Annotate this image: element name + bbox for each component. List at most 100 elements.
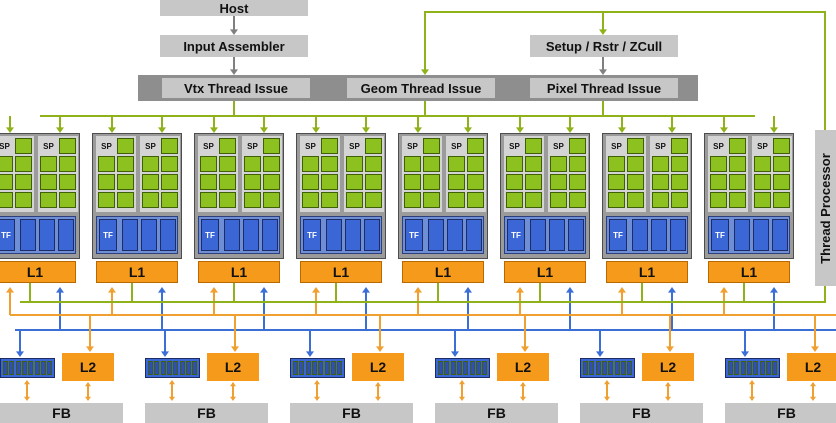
cluster-2-sp-label-1: SP — [244, 138, 261, 154]
cluster-2-sp-core-0-3-0 — [200, 192, 217, 208]
partition-5-rop-cell-5 — [759, 361, 765, 375]
cluster-5-sp-core-0-3-1 — [525, 192, 542, 208]
partition-3-l2-cache: L2 — [497, 353, 549, 381]
partition-3-rop-cell-7 — [482, 361, 488, 375]
cluster-4-sp-core-0-3-0 — [404, 192, 421, 208]
cluster-1-sp-core-0-0-1 — [117, 138, 134, 154]
cluster-3-sp-label-1: SP — [346, 138, 363, 154]
cluster-5-sp-core-0-1-0 — [506, 156, 523, 172]
cluster-5-sp-core-1-3-0 — [550, 192, 567, 208]
cluster-3-sp-label-0: SP — [302, 138, 319, 154]
cluster-6-sp-core-1-3-1 — [671, 192, 688, 208]
partition-0-l2-cache: L2 — [62, 353, 114, 381]
vtx-thread-issue-box: Vtx Thread Issue — [162, 78, 310, 98]
cluster-3-sp-core-1-3-0 — [346, 192, 363, 208]
cluster-3-sp-core-0-1-0 — [302, 156, 319, 172]
cluster-7-sp-core-1-2-1 — [773, 174, 790, 190]
cluster-1-l1-cache: L1 — [96, 261, 178, 283]
cluster-4-tf-label: TF — [405, 219, 423, 251]
cluster-1-sp-core-0-2-1 — [117, 174, 134, 190]
cluster-3-sp-core-1-2-1 — [365, 174, 382, 190]
cluster-6-sp-core-0-1-0 — [608, 156, 625, 172]
cluster-6-sp-label-0: SP — [608, 138, 625, 154]
cluster-4-sp-core-0-2-0 — [404, 174, 421, 190]
partition-5-rop-cell-2 — [740, 361, 746, 375]
partition-1-rop-cell-1 — [154, 361, 160, 375]
cluster-7-tf-label: TF — [711, 219, 729, 251]
cluster-5-tf-label: TF — [507, 219, 525, 251]
cluster-2-sp-core-1-2-0 — [244, 174, 261, 190]
cluster-5-l1-cache: L1 — [504, 261, 586, 283]
cluster-1-sp-label-1: SP — [142, 138, 159, 154]
cluster-5-sp-core-1-3-1 — [569, 192, 586, 208]
cluster-7-sp-core-1-1-1 — [773, 156, 790, 172]
partition-3-rop-cell-2 — [450, 361, 456, 375]
partition-0-rop-cell-7 — [47, 361, 53, 375]
cluster-6-sp-core-1-2-0 — [652, 174, 669, 190]
partition-2-rop-cell-6 — [330, 361, 336, 375]
cluster-2-sp-core-0-0-1 — [219, 138, 236, 154]
cluster-0-sp-core-0-1-1 — [15, 156, 32, 172]
cluster-0-sp-core-0-2-1 — [15, 174, 32, 190]
cluster-2-sp-core-0-2-0 — [200, 174, 217, 190]
cluster-3-tf-cell-0 — [326, 219, 342, 251]
cluster-0-tf-cell-1 — [39, 219, 55, 251]
cluster-1-sp-core-1-2-0 — [142, 174, 159, 190]
cluster-1-sp-core-0-1-0 — [98, 156, 115, 172]
setup-rstr-zcull-box: Setup / Rstr / ZCull — [530, 35, 678, 57]
cluster-6-l1-cache: L1 — [606, 261, 688, 283]
cluster-2-tf-label: TF — [201, 219, 219, 251]
partition-1-rop-cell-7 — [192, 361, 198, 375]
cluster-5-sp-core-1-0-1 — [569, 138, 586, 154]
cluster-0-tf-cell-2 — [58, 219, 74, 251]
partition-0-rop-cell-3 — [21, 361, 27, 375]
cluster-4-sp-core-0-3-1 — [423, 192, 440, 208]
thread-processor-box: Thread Processor — [815, 130, 836, 286]
cluster-3-sp-core-0-1-1 — [321, 156, 338, 172]
cluster-1-sp-core-1-2-1 — [161, 174, 178, 190]
cluster-6-sp-core-1-3-0 — [652, 192, 669, 208]
cluster-5-tf-cell-2 — [568, 219, 584, 251]
cluster-0-sp-label-0: SP — [0, 138, 13, 154]
cluster-5-sp-core-1-1-1 — [569, 156, 586, 172]
cluster-1-tf-cell-2 — [160, 219, 176, 251]
partition-0-rop-cell-6 — [40, 361, 46, 375]
cluster-1-sp-core-1-0-1 — [161, 138, 178, 154]
cluster-3-sp-core-1-3-1 — [365, 192, 382, 208]
cluster-6-sp-core-0-2-0 — [608, 174, 625, 190]
partition-4-frame-buffer: FB — [580, 403, 703, 423]
cluster-7-sp-core-1-3-1 — [773, 192, 790, 208]
cluster-2-sp-core-0-1-1 — [219, 156, 236, 172]
cluster-7-l1-cache: L1 — [708, 261, 790, 283]
partition-1-frame-buffer: FB — [145, 403, 268, 423]
cluster-0-sp-core-1-3-0 — [40, 192, 57, 208]
cluster-2-sp-core-1-1-1 — [263, 156, 280, 172]
cluster-2-sp-core-1-1-0 — [244, 156, 261, 172]
cluster-4-l1-cache: L1 — [402, 261, 484, 283]
cluster-5-sp-core-1-2-1 — [569, 174, 586, 190]
cluster-2-tf-cell-0 — [224, 219, 240, 251]
partition-0-rop-cell-4 — [28, 361, 34, 375]
geom-thread-issue-box: Geom Thread Issue — [347, 78, 495, 98]
cluster-3-sp-core-1-1-0 — [346, 156, 363, 172]
cluster-2-tf-cell-2 — [262, 219, 278, 251]
partition-3-rop-cell-3 — [456, 361, 462, 375]
cluster-7-sp-core-0-3-1 — [729, 192, 746, 208]
cluster-5-sp-label-1: SP — [550, 138, 567, 154]
cluster-4-sp-core-0-2-1 — [423, 174, 440, 190]
cluster-7-tf-cell-2 — [772, 219, 788, 251]
cluster-7-sp-core-0-1-0 — [710, 156, 727, 172]
partition-1-rop-cell-5 — [179, 361, 185, 375]
cluster-5-tf-cell-1 — [549, 219, 565, 251]
partition-2-rop-cell-0 — [293, 361, 298, 375]
cluster-7-sp-core-0-0-1 — [729, 138, 746, 154]
partition-2-rop-cell-2 — [305, 361, 311, 375]
cluster-3-sp-core-1-0-1 — [365, 138, 382, 154]
cluster-5-sp-core-0-2-1 — [525, 174, 542, 190]
partition-4-rop-cell-5 — [614, 361, 620, 375]
cluster-6-sp-core-1-2-1 — [671, 174, 688, 190]
cluster-0-sp-core-0-2-0 — [0, 174, 13, 190]
cluster-0-sp-core-1-1-0 — [40, 156, 57, 172]
partition-2-rop-cell-7 — [337, 361, 343, 375]
cluster-0-sp-core-1-1-1 — [59, 156, 76, 172]
